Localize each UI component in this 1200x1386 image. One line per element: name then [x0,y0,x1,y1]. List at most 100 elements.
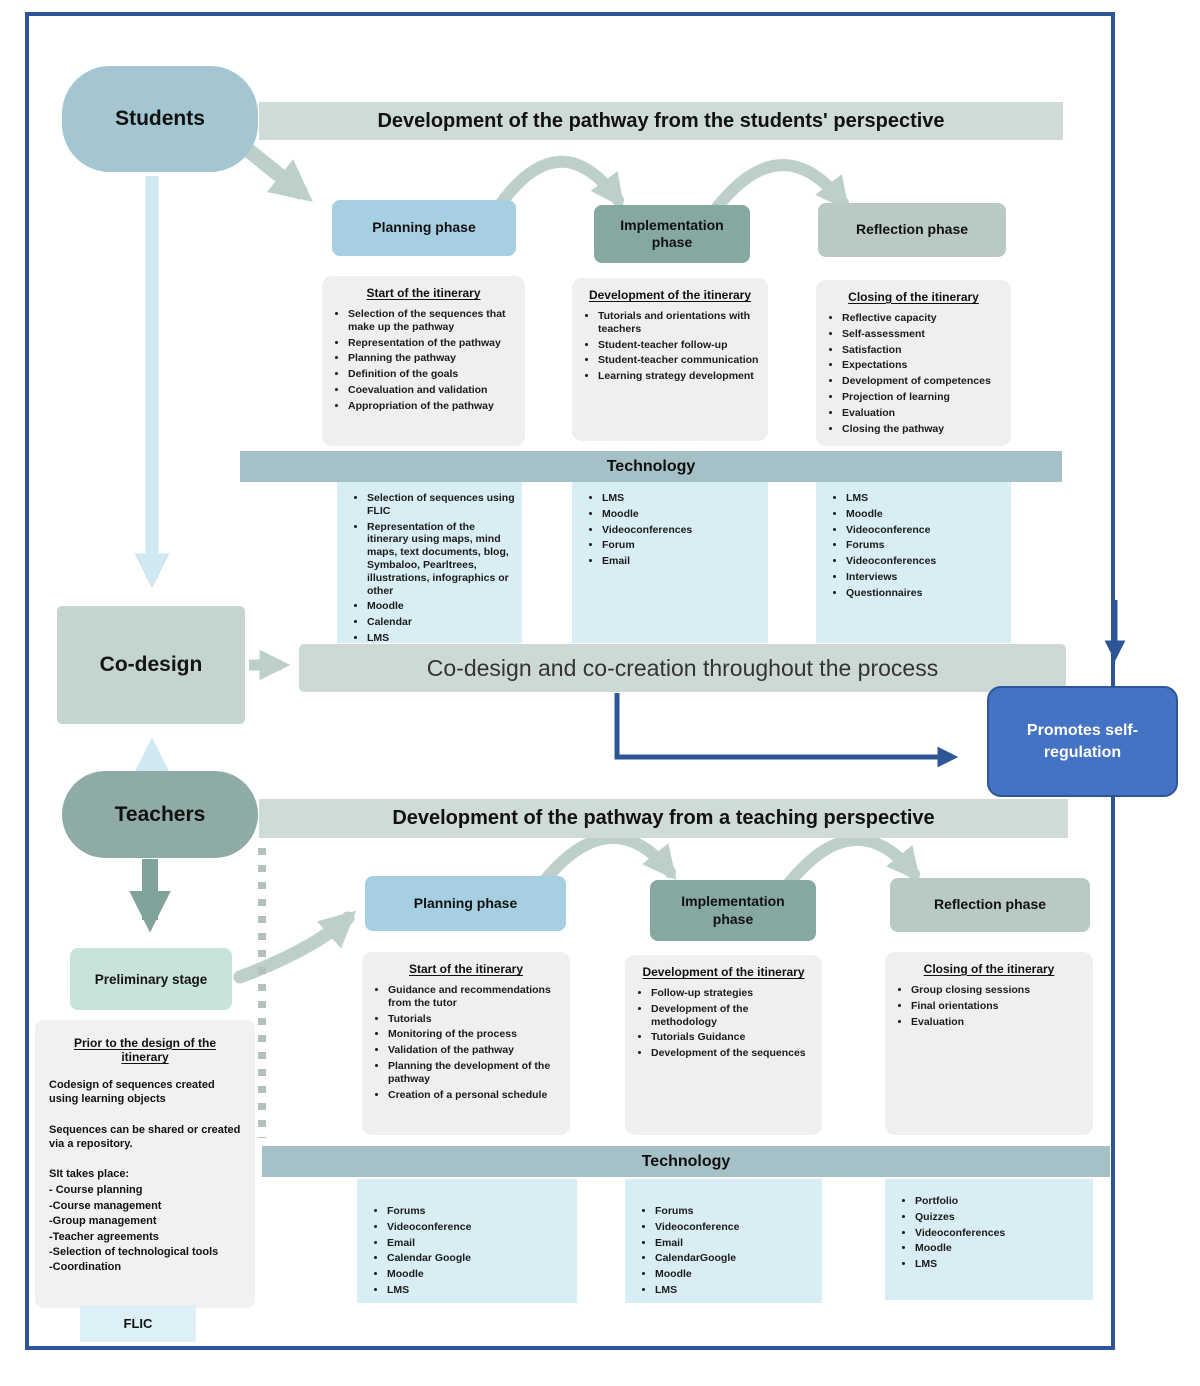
teachers-technology-list-3: PortfolioQuizzesVideoconferencesMoodleLM… [897,1195,1087,1271]
bullet-item: Evaluation [911,1016,1085,1029]
students-planning-phase: Planning phase [332,200,516,256]
students-reflection-phase: Reflection phase [818,203,1006,257]
arc-students-implementation-to-reflection [706,159,850,220]
students-header-text: Development of the pathway from the stud… [377,109,945,132]
bullet-item: Calendar [367,616,516,629]
teachers-node-label: Teachers [114,802,206,826]
students-header-bar: Development of the pathway from the stud… [259,102,1063,140]
teachers-detail-list-start: Guidance and recommendations from the tu… [370,984,562,1101]
bullet-item: Coevaluation and validation [348,384,517,397]
arrow-students-to-planning [238,140,313,202]
bullet-item: Learning strategy development [598,370,760,383]
bullet-item: Development of the sequences [651,1047,814,1060]
arc-students-planning-to-implementation [489,156,624,218]
bullet-item: LMS [846,492,1005,505]
students-detail-list-closing: Reflective capacitySelf-assessmentSatisf… [824,312,1003,435]
bullet-item: Tutorials and orientations with teachers [598,310,760,336]
students-implementation-phase-label: Implementation phase [620,216,724,251]
teachers-reflection-phase: Reflection phase [890,878,1090,932]
bullet-item: -Coordination [49,1261,122,1274]
teachers-technology-col-1: ForumsVideoconferenceEmailCalendar Googl… [357,1179,577,1303]
bullet-item: Moodle [367,600,516,613]
bullet-item: Expectations [842,359,1003,372]
bullet-item: -Group management [49,1215,157,1228]
students-detail-list-development: Tutorials and orientations with teachers… [580,310,760,383]
bullet-item: Student-teacher follow-up [598,339,760,352]
teachers-detail-title-development: Development of the itinerary [642,965,805,979]
flic-box: FLIC [80,1305,196,1342]
bullet-item: Videoconference [387,1221,571,1234]
students-detail-list-start: Selection of the sequences that make up … [330,308,517,413]
connector-codesign-to-promotes [614,693,959,768]
preliminary-stage-box: Preliminary stage [70,948,232,1010]
bullet-item: Closing the pathway [842,423,1003,436]
bullet-item: Interviews [846,571,1005,584]
teachers-header-text: Development of the pathway from a teachi… [392,807,935,829]
students-detail-box-closing: Closing of the itinerary Reflective capa… [816,280,1011,446]
teachers-technology-col-2: ForumsVideoconferenceEmailCalendarGoogle… [625,1179,822,1303]
bullet-item: Questionnaires [846,587,1005,600]
bullet-item: Evaluation [842,407,1003,420]
bullet-item: Creation of a personal schedule [388,1089,562,1102]
students-implementation-phase: Implementation phase [594,205,750,263]
prior-design-title: Prior to the design of the itinerary [73,1036,216,1064]
arrow-preliminary-to-planning [233,910,357,984]
codesign-bar: Co-design and co-creation throughout the… [299,644,1066,692]
bullet-item: Planning the pathway [348,352,517,365]
bullet-item: Selection of sequences using FLIC [367,492,516,518]
teachers-planning-phase: Planning phase [365,876,566,931]
bullet-item: Group closing sessions [911,984,1085,997]
teachers-technology-label: Technology [641,1152,731,1170]
bullet-item: LMS [387,1284,571,1297]
bullet-item: Student-teacher communication [598,354,760,367]
teachers-planning-phase-label: Planning phase [413,894,518,911]
bullet-item: Forums [655,1205,816,1218]
bullet-item: Development of the methodology [651,1003,814,1029]
bullet-item: Moodle [915,1242,1087,1255]
bullet-item: Email [387,1237,571,1250]
outer-frame [25,12,1115,1350]
bullet-item: -Course management [49,1199,162,1212]
bullet-item: Forum [602,539,762,552]
students-detail-title-closing: Closing of the itinerary [848,290,979,304]
codesign-bar-label: Co-design and co-creation throughout the… [426,654,939,681]
students-technology-col-1: Selection of sequences using FLICReprese… [337,482,522,643]
flic-label: FLIC [123,1316,153,1331]
bullet-item: Representation of the pathway [348,337,517,350]
bullet-item: Videoconference [655,1221,816,1234]
students-technology-label: Technology [606,457,696,475]
students-planning-phase-label: Planning phase [372,219,476,236]
students-node-label: Students [115,107,205,130]
bullet-item: Videoconferences [915,1227,1087,1240]
bullet-item: Portfolio [915,1195,1087,1208]
bullet-item: Moodle [602,508,762,521]
bullet-item: Selection of the sequences that make up … [348,308,517,334]
bullet-item: Videoconferences [602,524,762,537]
bullet-item: Moodle [655,1268,816,1281]
teachers-technology-bar: Technology [262,1146,1110,1177]
teachers-detail-box-start: Start of the itinerary Guidance and reco… [362,952,570,1135]
students-detail-title-development: Development of the itinerary [588,288,752,302]
students-technology-bar: Technology [240,451,1062,482]
teachers-detail-list-closing: Group closing sessionsFinal orientations… [893,984,1085,1028]
bullet-item: Moodle [387,1268,571,1281]
students-detail-box-start: Start of the itinerary Selection of the … [322,276,525,446]
bullet-item: Self-assessment [842,328,1003,341]
bullet-item: Reflective capacity [842,312,1003,325]
students-technology-col-2: LMSMoodleVideoconferencesForumEmail [572,482,768,643]
bullet-item: Quizzes [915,1211,1087,1224]
teachers-node: Teachers [62,771,258,858]
prior-design-para-3-intro: SIt takes place: [49,1168,130,1181]
prior-design-lines: - Course planning-Course management-Grou… [49,1183,241,1275]
students-reflection-phase-label: Reflection phase [855,221,969,238]
bullet-item: Development of competences [842,375,1003,388]
teachers-technology-list-2: ForumsVideoconferenceEmailCalendarGoogle… [637,1205,816,1297]
bullet-item: Email [602,555,762,568]
promotes-self-regulation-box: Promotes self-regulation [987,686,1178,797]
bullet-item: Calendar Google [387,1252,571,1265]
bullet-item: Moodle [846,508,1005,521]
bullet-item: CalendarGoogle [655,1252,816,1265]
teachers-detail-title-start: Start of the itinerary [408,962,524,976]
